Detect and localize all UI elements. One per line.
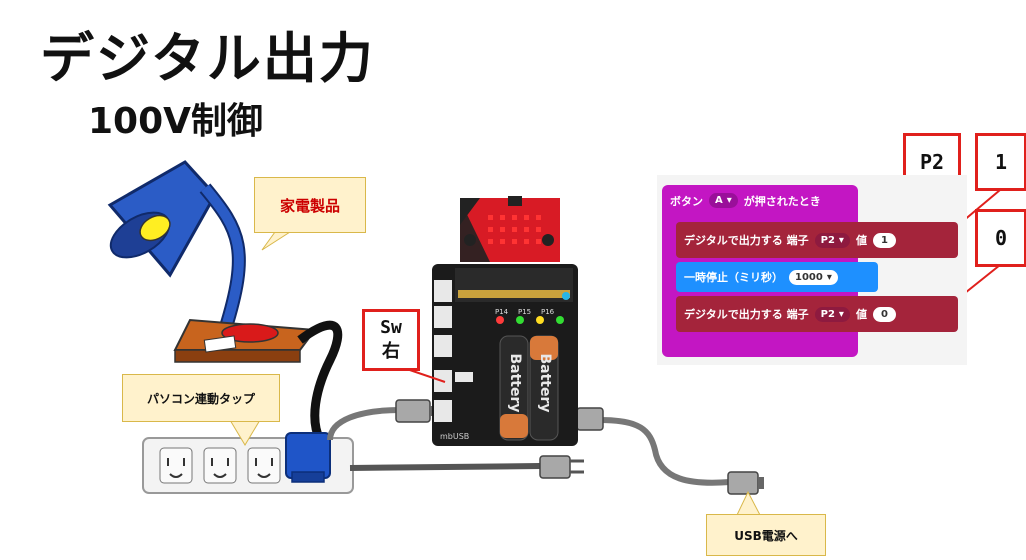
write2-value-label: 値 [855,308,867,321]
microbit-board [432,196,578,446]
lamp-base-side [174,349,301,363]
write2-value-input[interactable]: 0 [872,306,896,322]
outlet-3 [247,447,281,484]
pin-label-p15: P15 [518,308,532,316]
pause-block[interactable]: 一時停止（ミリ秒） 1000▾ [676,262,878,292]
battery-label-2: Battery [537,353,553,413]
lamp-label [203,335,237,353]
battery-label-1: Battery [507,353,523,413]
lamp-arm [201,184,244,332]
lamp-illustration [107,160,343,443]
chevron-down-icon: ▾ [826,271,832,283]
zero-callout: 0 [975,209,1026,267]
event-button-dropdown[interactable]: A▾ [709,193,738,208]
write1-label: デジタルで出力する 端子 [684,234,809,247]
write2-label: デジタルで出力する 端子 [684,308,809,321]
outlet-1 [159,447,193,484]
write1-pin-value: P2 [820,234,835,246]
lamp-bulb [139,214,171,242]
outlet-2 [203,447,237,484]
write2-pin-value: P2 [820,308,835,320]
event-prefix: ボタン [670,195,703,208]
event-suffix: が押されたとき [743,195,821,208]
pin-label-p16: P16 [541,308,555,316]
microbit-red [460,198,560,262]
write2-pin-dropdown[interactable]: P2▾ [814,306,850,322]
chevron-down-icon: ▾ [838,234,844,246]
appliance-pointer [261,231,292,251]
usb-plug-right [576,407,604,431]
usb-plug-left [395,399,431,423]
usb-callout: USB電源へ [706,514,826,556]
usb-cable-left [327,407,401,441]
digital-write-block-2[interactable]: デジタルで出力する 端子 P2▾ 値 0 [676,296,958,332]
usb-cable-right [599,417,731,486]
pause-value: 1000 [795,271,823,283]
pause-label: 一時停止（ミリ秒） [684,271,783,284]
one-callout: 1 [975,133,1026,191]
switch-callout-line1: Sw [380,317,402,338]
switch-callout-line2: 右 [382,341,400,362]
strip-cord [349,463,541,471]
event-button-value: A [715,195,723,206]
appliance-callout: 家電製品 [254,177,366,233]
chevron-down-icon: ▾ [838,308,844,320]
page-subtitle: 100V制御 [88,101,264,142]
strip-plug [539,455,571,479]
lamp-cord [297,320,343,443]
usb-pointer [736,490,761,516]
pin-label-p14: P14 [495,308,509,316]
switch-callout: Sw 右 [362,309,420,371]
write1-value-input[interactable]: 1 [872,232,896,248]
write1-pin-dropdown[interactable]: P2▾ [814,232,850,248]
chevron-down-icon: ▾ [726,195,732,206]
power-strip [142,432,354,494]
write1-value-label: 値 [855,234,867,247]
page-title: デジタル出力 [40,27,375,90]
tap-callout: パソコン連動タップ [122,374,280,422]
pause-value-dropdown[interactable]: 1000▾ [789,269,838,285]
lamp-switch [221,323,279,343]
board-brand: mbUSB [440,432,470,441]
usb-plug-power [727,471,759,495]
digital-write-block-1[interactable]: デジタルで出力する 端子 P2▾ 値 1 [676,222,958,258]
